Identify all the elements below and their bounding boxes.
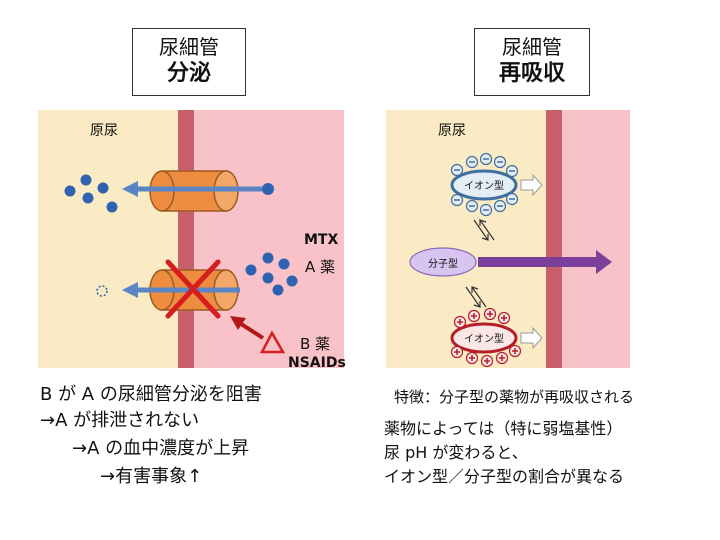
equilibrium-arrows-top <box>473 219 495 241</box>
molecular-form-ellipse <box>409 247 477 277</box>
left-caption-line-4: →有害事象↑ <box>100 466 203 487</box>
feature-line: 特徴：分子型の薬物が再吸収される <box>394 388 635 406</box>
left-region-label: 原尿 <box>90 123 118 139</box>
drug-b-triangle-icon <box>259 330 286 354</box>
ion-form-bottom-ellipse <box>450 322 518 354</box>
drug-a-dots <box>245 252 298 296</box>
reabsorption-arrowhead <box>596 250 612 274</box>
drug-a-label: A 薬 <box>305 258 336 276</box>
ion-form-bottom-label: イオン型 <box>464 334 504 345</box>
blocked-cross-icon <box>165 259 221 319</box>
left-blood-region <box>194 110 344 368</box>
missing-drug-dot <box>96 285 108 297</box>
left-membrane <box>178 110 194 368</box>
right-note-line-2: 尿 pH が変わると、 <box>384 443 528 462</box>
secretion-arrowhead-lower <box>122 282 138 298</box>
right-title-box: 尿細管 再吸収 <box>474 28 590 96</box>
excreted-drug-dots <box>64 174 118 213</box>
nsaids-label: NSAIDs <box>288 355 346 371</box>
equilibrium-arrows-bottom <box>465 286 487 308</box>
left-caption-line-1: B が A の尿細管分泌を阻害 <box>40 384 262 405</box>
ion-form-top-ellipse <box>450 169 518 201</box>
left-caption-line-2: →A が排泄されない <box>40 410 200 431</box>
left-title-line1: 尿細管 <box>159 35 219 59</box>
left-caption-line-3: →A の血中濃度が上昇 <box>72 438 250 459</box>
drug-b-label: B 薬 <box>300 335 331 353</box>
left-title-box: 尿細管 分泌 <box>132 28 246 96</box>
left-urine-region <box>38 110 178 368</box>
right-membrane <box>546 110 562 368</box>
molecular-form-label: 分子型 <box>428 259 458 270</box>
no-pass-arrow-bottom-icon <box>520 326 543 350</box>
left-title-line2: 分泌 <box>166 61 211 86</box>
inhibition-arrow <box>236 320 265 340</box>
no-pass-arrow-top-icon <box>520 173 543 197</box>
drug-dot-blood-upper <box>262 183 274 195</box>
ion-form-top-label: イオン型 <box>464 181 504 192</box>
plus-signs <box>454 311 518 364</box>
secretion-arrowhead-upper <box>122 181 138 197</box>
inhibition-arrowhead <box>230 316 246 330</box>
right-note-line-3: イオン型／分子型の割合が異なる <box>384 467 625 486</box>
right-title-line1: 尿細管 <box>502 35 562 59</box>
right-note-line-1: 薬物によっては（特に弱塩基性） <box>384 419 623 438</box>
minus-signs <box>454 158 515 211</box>
mtx-label: MTX <box>304 232 339 248</box>
right-region-label: 原尿 <box>438 123 466 139</box>
right-blood-region <box>562 110 630 368</box>
right-title-line2: 再吸収 <box>498 61 565 86</box>
reabsorption-arrow <box>478 257 598 267</box>
